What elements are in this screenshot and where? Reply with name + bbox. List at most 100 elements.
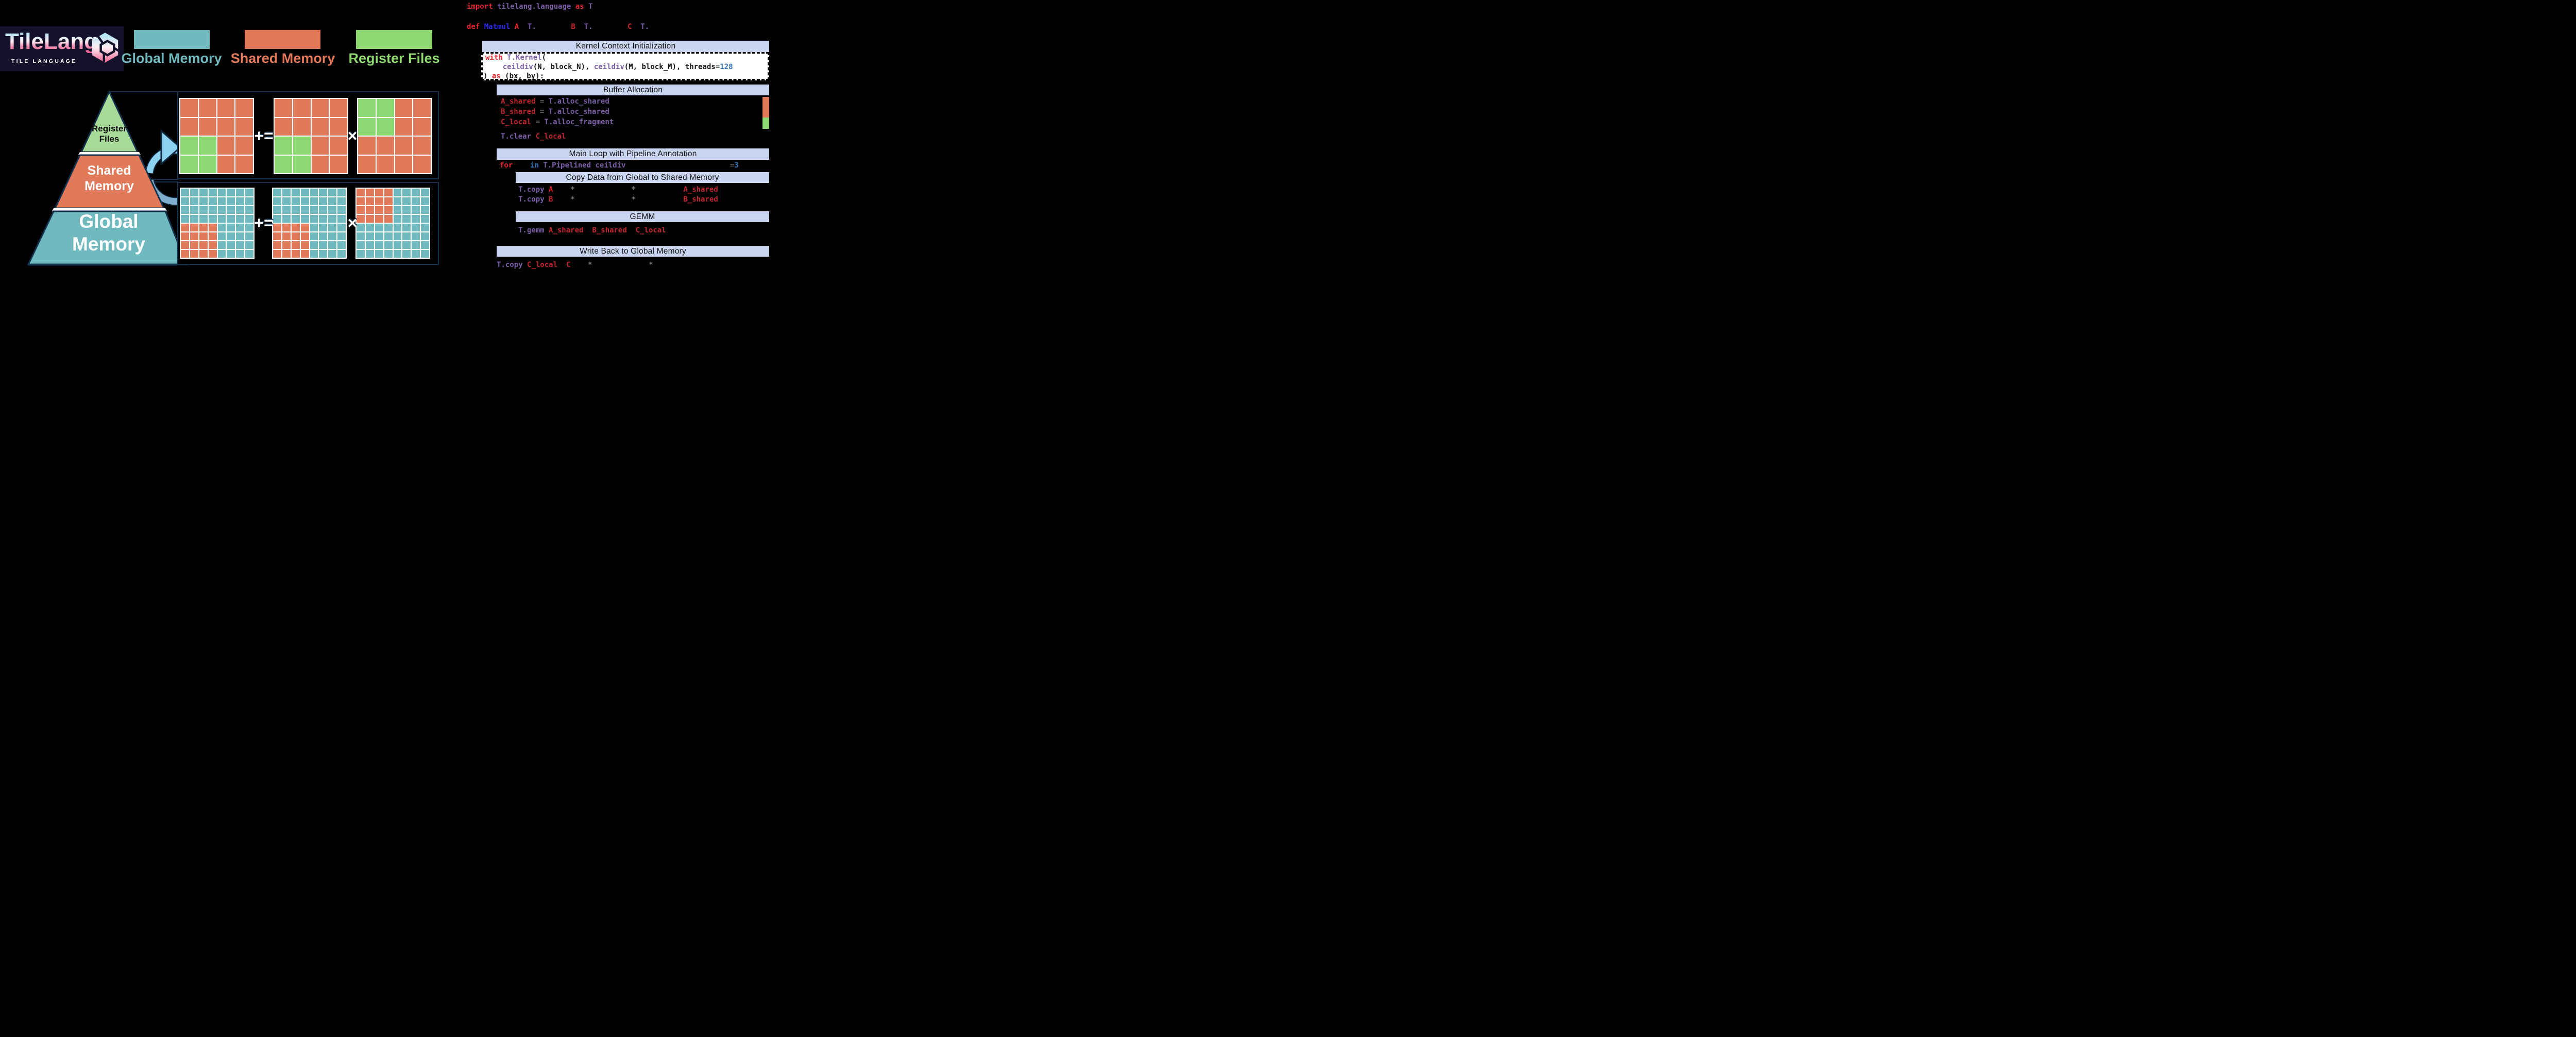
code-token: * [570,186,575,194]
matrix-cell [384,197,393,205]
matrix-cell [393,224,402,231]
code-token: Matmul [484,23,511,31]
legend-swatch-register-files [356,30,432,49]
matrix-cell [357,241,365,249]
matrix-cell [236,224,245,231]
matrix-cell [319,224,328,231]
code-token: = [539,97,545,106]
code-token: as [575,3,584,11]
code-token: A_shared [683,186,718,194]
code-line: import tilelang.language as T [467,3,592,11]
matrix-cell [300,232,309,240]
matrix-cell [180,137,198,155]
legend-swatch-global-memory [134,30,210,49]
code-token: ) [666,226,671,235]
code-line: T.clear(C_local) [501,133,570,141]
matrix-cell [282,189,291,196]
register-indicator-bar [762,118,769,129]
matrix-cell [275,99,292,117]
matrix-cell [412,197,420,205]
code-token: T.Pipelined [543,161,591,170]
matrix-grid [179,98,254,174]
kernel-context-code-box [481,52,769,80]
matrix-cell [421,224,429,231]
matrix-cell [227,206,235,214]
matrix-cell [365,250,374,258]
matrix-cell [190,241,198,249]
code-token: = [715,63,720,71]
matrix-grid [272,188,347,259]
code-token: block_M, bx [592,261,649,269]
matrix-cell [190,232,198,240]
code-token: , [626,226,636,235]
matrix-cell [393,250,402,258]
matrix-cell [245,189,253,196]
matrix-cell [376,137,394,155]
matrix-cell [273,241,281,249]
matrix-cell [393,241,402,249]
matrix-cell [293,99,311,117]
matrix-cell [190,197,198,205]
code-line: C_local = T.alloc_fragment((block_M, blo… [501,119,757,126]
code-token: block_M, ko [574,186,632,194]
matrix-cell [328,224,337,231]
matrix-cell [236,232,245,240]
matrix-cell [293,155,311,173]
matrix-cell [282,215,291,223]
matrix-cell [190,189,198,196]
matrix-cell [365,232,374,240]
matrix-cell [235,118,253,136]
matrix-cell [291,189,300,196]
code-token: block_N]) [653,261,697,269]
code-token: ceildiv [594,63,624,71]
multiply-operator: × [347,213,358,232]
matrix-cell [375,215,383,223]
code-token: (N, block_N), [533,63,594,71]
matrix-cell [310,215,318,223]
matrix-cell [190,224,198,231]
matrix-cell [282,250,291,258]
matrix-cell [282,241,291,249]
code-token: B [571,23,575,31]
code-token: = [730,161,735,170]
matrix-cell [190,250,198,258]
matrix-cell [375,206,383,214]
matrix-cell [235,137,253,155]
matrix-cell [421,250,429,258]
matrix-cell [421,215,429,223]
matrix-cell [376,99,394,117]
matrix-cell [245,232,253,240]
code-token [535,97,539,106]
connector-apex-line [109,91,181,92]
matrix-cell [181,241,189,249]
code-token: T.copy [518,186,545,194]
matrix-cell [402,215,411,223]
code-token: A [514,23,519,31]
matrix-cell [393,197,402,205]
code-token: (bx, by): [500,72,545,80]
matrix-cell [330,99,347,117]
matrix-cell [384,206,393,214]
matrix-cell [181,206,189,214]
logo-subtitle: TILE LANGUAGE [11,58,77,64]
tilelang-logo: TileLang TILE LANGUAGE [0,26,124,71]
matrix-cell [300,206,309,214]
matrix-cell [236,250,245,258]
matrix-cell [300,241,309,249]
matrix-cell [376,118,394,136]
matrix-cell [357,215,365,223]
code-token: ( [541,54,547,62]
matrix-cell [291,224,300,231]
matrix-cell [282,206,291,214]
code-line: ceildiv(N, block_N), ceildiv(M, block_M)… [485,63,733,71]
code-line: with T.Kernel( [485,54,546,62]
matrix-cell [357,232,365,240]
matrix-cell [282,197,291,205]
code-token: T.copy [497,261,523,269]
code-token: ceildiv [502,63,533,71]
matrix-cell [328,241,337,249]
matrix-cell [395,155,413,173]
code-token: 3 [734,161,739,170]
section-banner-kernel: Kernel Context Initialization [482,41,769,52]
code-token: A_shared [501,97,536,106]
